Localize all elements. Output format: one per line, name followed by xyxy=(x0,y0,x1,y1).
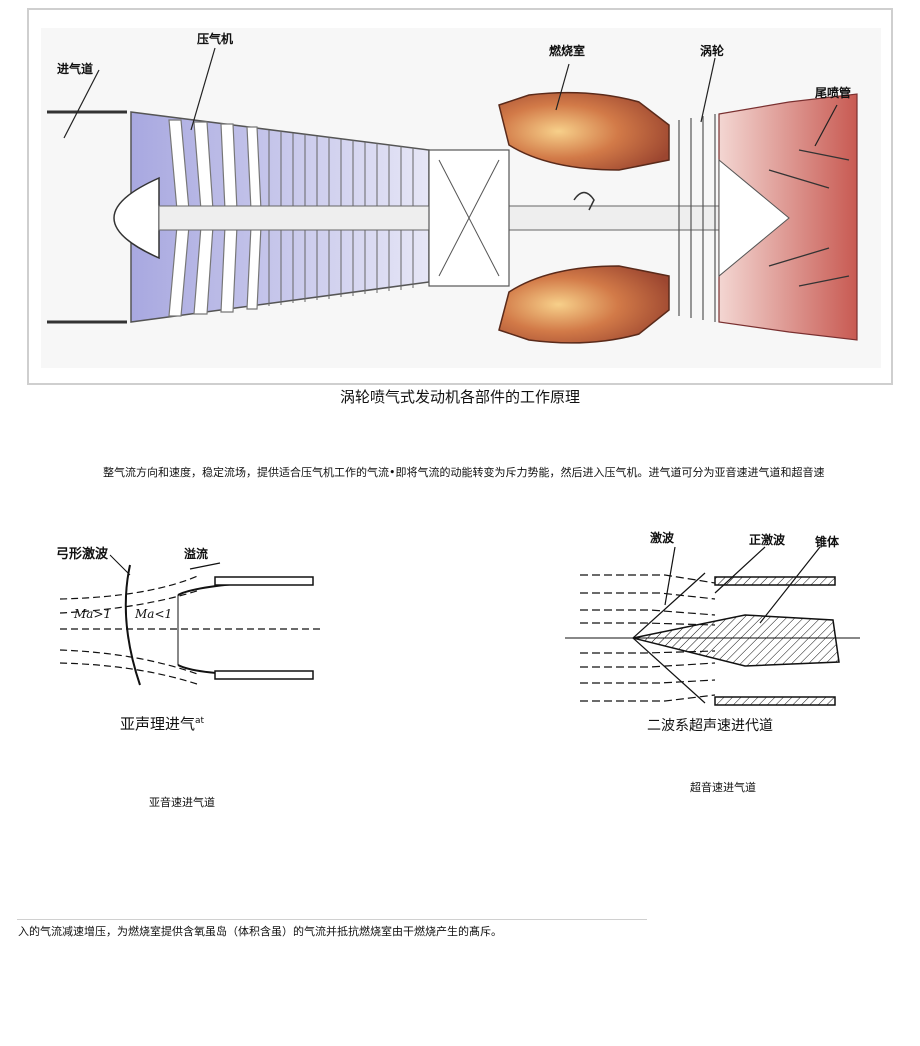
subsonic-inner-caption-sup: at xyxy=(195,716,205,726)
label-nozzle: 尾喷管 xyxy=(815,86,852,100)
supersonic-caption: 超音速进气道 xyxy=(690,781,756,794)
label-normal-shock: 正激波 xyxy=(749,533,786,547)
label-overflow: 溢流 xyxy=(184,547,209,561)
paragraph-bottom: 入的气流减速增压，为燃烧室提供含氧虽岛（体积含虽）的气流并抵抗燃烧室由干燃烧产生… xyxy=(18,925,502,938)
label-bow-shock: 弓形激波 xyxy=(56,547,109,562)
supersonic-inner-caption: 二波系超声速进代道 xyxy=(647,718,773,734)
engine-drawing xyxy=(41,28,881,368)
subsonic-drawing xyxy=(59,554,322,686)
label-compressor: 压气机 xyxy=(197,32,234,46)
engine-caption: 涡轮喷气式发动机各部件的工作原理 xyxy=(339,388,580,406)
label-cone: 锥体 xyxy=(815,535,840,549)
label-inlet: 进气道 xyxy=(57,62,94,76)
subsonic-inner-caption: 亚声理进气at xyxy=(120,713,204,734)
paragraph-top: 整气流方向和速度，稳定流场，提供适合压气机工作的气流•即将气流的动能转变为斥力势… xyxy=(103,466,825,479)
supersonic-drawing xyxy=(565,546,860,706)
divider xyxy=(17,919,647,920)
subsonic-caption: 亚音速进气道 xyxy=(149,796,215,809)
label-turbine: 涡轮 xyxy=(700,44,725,58)
supersonic-inlet-diagram: 激波 正激波 锥体 二波系超声速进代道 xyxy=(565,525,865,740)
subsonic-inlet-diagram: 弓形激波 溢流 Ma>1 Ma<1 亚声理进气at xyxy=(40,535,340,745)
engine-diagram: 进气道 压气机 燃烧室 涡轮 尾喷管 xyxy=(27,8,893,385)
label-combustor: 燃烧室 xyxy=(549,44,586,58)
label-ma-greater: Ma>1 xyxy=(74,607,112,621)
label-ma-less: Ma<1 xyxy=(135,607,173,621)
label-shock: 激波 xyxy=(650,531,675,545)
subsonic-inner-caption-text: 亚声理进气 xyxy=(120,715,196,733)
